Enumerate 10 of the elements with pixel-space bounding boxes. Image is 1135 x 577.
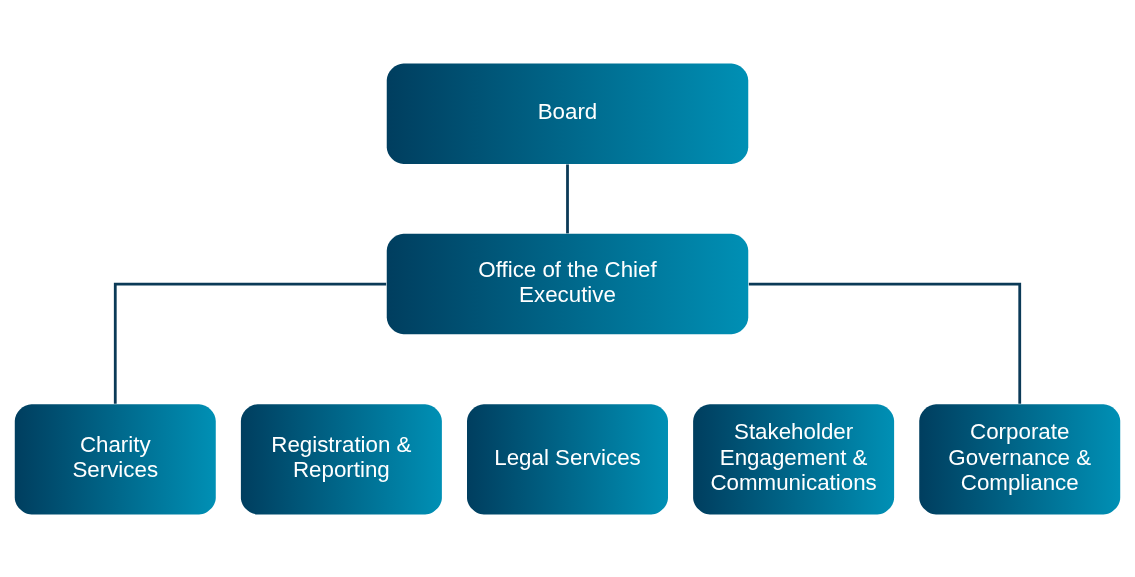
node-box: Legal Services (467, 403, 668, 514)
node-box: Charity Services (14, 403, 216, 514)
connector (748, 282, 1022, 404)
node-box: Office of the Chief Executive (386, 233, 749, 334)
node-box: Stakeholder Engagement & Communications (693, 403, 895, 514)
node-box: Board (386, 63, 749, 164)
connector (113, 282, 387, 404)
node-box: Corporate Governance & Compliance (919, 403, 1121, 514)
node-box: Registration & Reporting (240, 403, 442, 514)
connector (566, 163, 569, 233)
